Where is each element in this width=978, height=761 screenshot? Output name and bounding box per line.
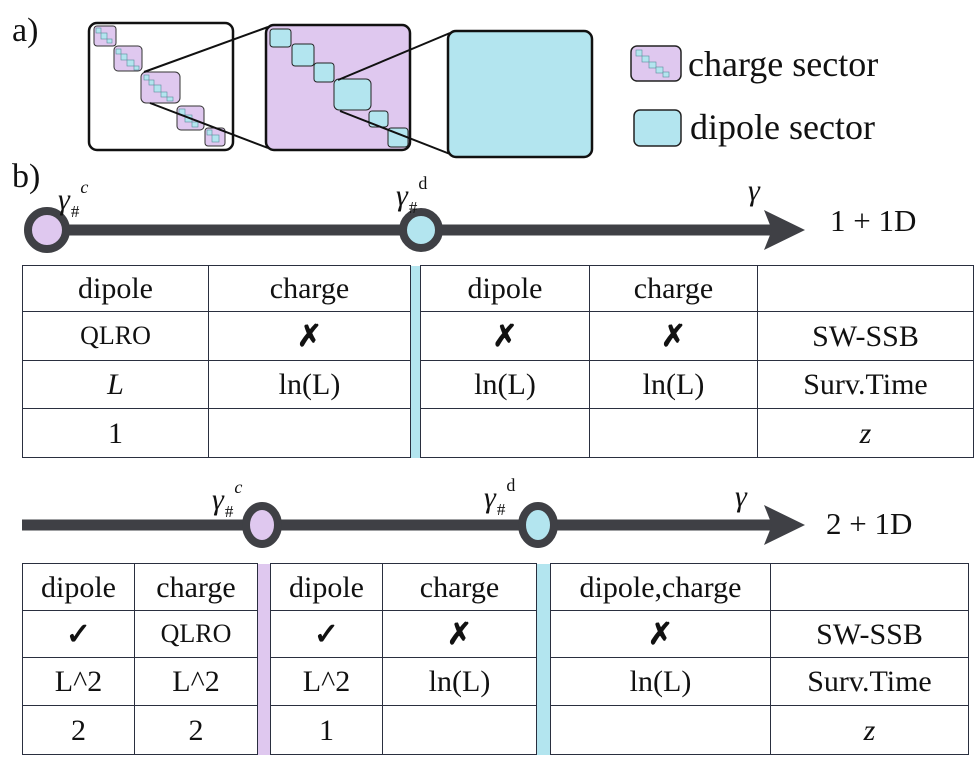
gamma-d-label-2d: γ#d [484, 475, 516, 519]
table-cell: charge [134, 563, 258, 611]
table-cell [382, 705, 537, 755]
table-cell [208, 408, 411, 458]
table-cell: charge [208, 265, 411, 312]
charge-transition-marker-2d [242, 502, 282, 548]
table-row: QLRO✗✗✗SW-SSB [22, 311, 974, 361]
table-cell: ln(L) [589, 360, 758, 409]
table-cell: ✗ [420, 311, 590, 361]
phase-axes [22, 207, 805, 548]
legend-charge-sector: charge sector [688, 44, 879, 84]
table-cell: 1 [270, 705, 383, 755]
table-cell: z [757, 408, 974, 458]
table-cell: SW-SSB [770, 610, 969, 658]
table-cell: z [770, 705, 969, 755]
axis-arrowhead-1d [764, 210, 805, 250]
table-cell: dipole,charge [550, 563, 771, 611]
table-cell: QLRO [22, 311, 209, 361]
table-cell: ✗ [208, 311, 411, 361]
dipole-transition-marker-2d [518, 502, 558, 548]
table-cell: ✗ [550, 610, 771, 658]
table-cell: L^2 [134, 657, 258, 706]
table-cell: dipole [22, 563, 135, 611]
table-cell: charge [382, 563, 537, 611]
table-cell: L^2 [22, 657, 135, 706]
table-cell [420, 408, 590, 458]
phase-boundary-bar [410, 265, 421, 458]
table-cell: ln(L) [420, 360, 590, 409]
dimension-label-1d: 1 + 1D [830, 203, 917, 238]
table-cell: ✗ [382, 610, 537, 658]
table-cell: 1 [22, 408, 209, 458]
charge-transition-marker-1d [24, 207, 70, 253]
table-cell: ✗ [589, 311, 758, 361]
table-cell: 2 [134, 705, 258, 755]
table-cell: charge [589, 265, 758, 312]
gamma-d-label-1d: γ#d [396, 173, 428, 217]
axis-arrowhead-2d [764, 505, 805, 545]
table-cell: ✓ [270, 610, 383, 658]
table-cell: L^2 [270, 657, 383, 706]
table-cell [770, 563, 969, 611]
dipole-transition-marker-1d [399, 208, 443, 252]
table-cell: Surv.Time [757, 360, 974, 409]
table-cell: L [22, 360, 209, 409]
table-cell: SW-SSB [757, 311, 974, 361]
gamma-c-label-2d: γ#c [212, 477, 243, 521]
legend-dipole-sector: dipole sector [690, 107, 875, 147]
panel-a-label: a) [12, 12, 39, 49]
table-cell: Surv.Time [770, 657, 969, 706]
table-cell [589, 408, 758, 458]
dipole-sector-swatch [633, 109, 682, 147]
table-cell: dipole [420, 265, 590, 312]
table-cell [757, 265, 974, 312]
table-cell: dipole [22, 265, 209, 312]
table-cell: ln(L) [382, 657, 537, 706]
table-cell [550, 705, 771, 755]
phase-boundary-bar [536, 563, 551, 755]
phase-boundary-bar [257, 563, 271, 755]
table-cell: 2 [22, 705, 135, 755]
table-cell: dipole [270, 563, 383, 611]
block-diagonal-diagram [87, 21, 682, 159]
gamma-axis-label-2d: γ [735, 480, 747, 513]
gamma-c-label-1d: γ#c [58, 177, 89, 221]
dipole-sector-zoom-box [446, 29, 594, 159]
table-row: ✓QLRO✓✗✗SW-SSB [22, 610, 969, 658]
table-cell: ln(L) [208, 360, 411, 409]
dipole-blocks [269, 28, 409, 148]
table-cell: ✓ [22, 610, 135, 658]
table-cell: ln(L) [550, 657, 771, 706]
dimension-label-2d: 2 + 1D [826, 506, 913, 541]
gamma-axis-label-1d: γ [748, 174, 760, 207]
panel-b-label: b) [12, 158, 41, 195]
table-cell: QLRO [134, 610, 258, 658]
